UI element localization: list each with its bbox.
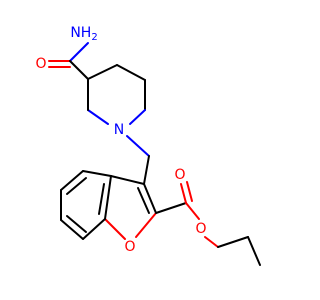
bond-amide-c-n (69, 42, 89, 62)
bond-benzene-c7-c7a (82, 218, 106, 240)
bond-piperidine-5 (87, 109, 109, 125)
bond-benzene-c3a-c7a (104, 175, 112, 220)
bond-benzene-c4-c5 (60, 170, 84, 191)
molecule-structure-svg: NH2 O N O O O (35, 25, 261, 266)
bond-amide-c-ring (69, 60, 89, 80)
bond-furan-o-c7a (104, 218, 126, 240)
bond-benzene-c3a-c7a-double (98, 183, 105, 215)
bond-ester-o-ethyl (204, 236, 219, 248)
bond-benzene-c6-c7 (60, 219, 84, 240)
bond-furan-c2-o (135, 212, 157, 238)
bond-benzene-c4-c5-double (66, 177, 87, 195)
bond-c2-ester-carbon (155, 202, 187, 214)
bond-ch2-c3 (143, 155, 150, 185)
amide-nh2-subscript: 2 (91, 32, 97, 43)
furan-o-label: O (124, 239, 135, 255)
bond-benzene-c3a-c4 (82, 170, 112, 177)
bond-piperidine-4 (129, 109, 146, 125)
amide-nh2-text: NH (70, 25, 91, 41)
amide-nh2-label: NH2 (70, 25, 97, 43)
bond-ester-carbonyl-2 (186, 181, 193, 202)
bond-furan-c3-c3a (110, 175, 145, 185)
bond-ester-carbon-o (185, 202, 200, 220)
ester-ether-o-label: O (195, 221, 206, 237)
ester-carbonyl-o-label: O (174, 167, 185, 183)
bond-ethyl-2 (247, 236, 261, 266)
bond-furan-c3-c2 (143, 183, 157, 214)
bond-furan-c3-c2-double (137, 187, 150, 214)
bond-benzene-c6-c7-double (66, 215, 87, 233)
bond-n-ch2 (126, 135, 150, 157)
molecule-canvas: NH2 O N O O O (35, 25, 261, 266)
bond-piperidine-1 (87, 64, 118, 80)
bond-ester-carbonyl-1 (180, 183, 187, 204)
bond-ethyl-1 (217, 236, 249, 248)
bond-piperidine-2 (116, 64, 146, 81)
piperidine-n-label: N (114, 122, 124, 138)
amide-o-label: O (35, 56, 46, 72)
